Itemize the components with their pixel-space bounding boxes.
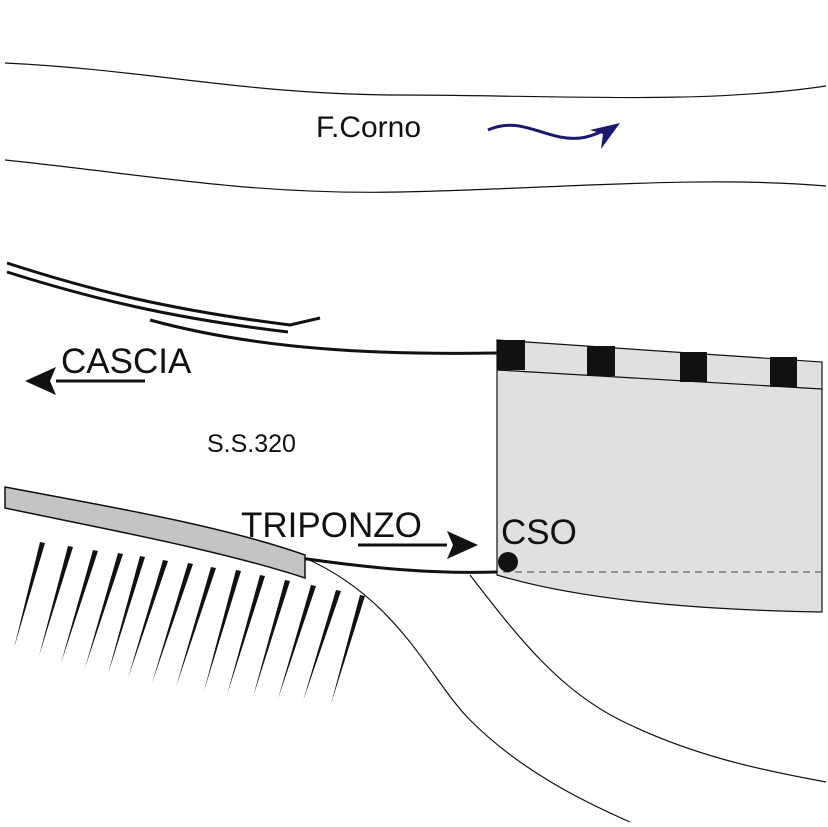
arrow-left-icon: [25, 367, 145, 395]
road-label: S.S.320: [207, 430, 296, 458]
triponzo-label: TRIPONZO: [241, 506, 422, 545]
river-label: F.Corno: [316, 111, 421, 144]
cascia-label: CASCIA: [61, 342, 192, 381]
guardrail: [6, 261, 321, 334]
pillar: [770, 357, 797, 387]
retaining-wall: [4, 486, 306, 580]
station-label: CSO: [501, 513, 577, 552]
road-edge-south: [299, 556, 498, 574]
pillar: [497, 340, 525, 370]
filled-circle-icon: [498, 552, 518, 572]
slope-line-east: [469, 574, 827, 783]
structure: [496, 339, 823, 613]
road-edge-north: [149, 318, 498, 355]
river-bank-south: [4, 159, 827, 193]
pillar: [680, 352, 707, 382]
slope-line-west: [304, 557, 631, 823]
river-bank-north: [4, 62, 827, 99]
pillar: [587, 346, 615, 376]
hachure-marks: [14, 542, 365, 704]
wavy-arrow-icon: [487, 123, 620, 149]
arrow-right-icon: [358, 531, 478, 559]
